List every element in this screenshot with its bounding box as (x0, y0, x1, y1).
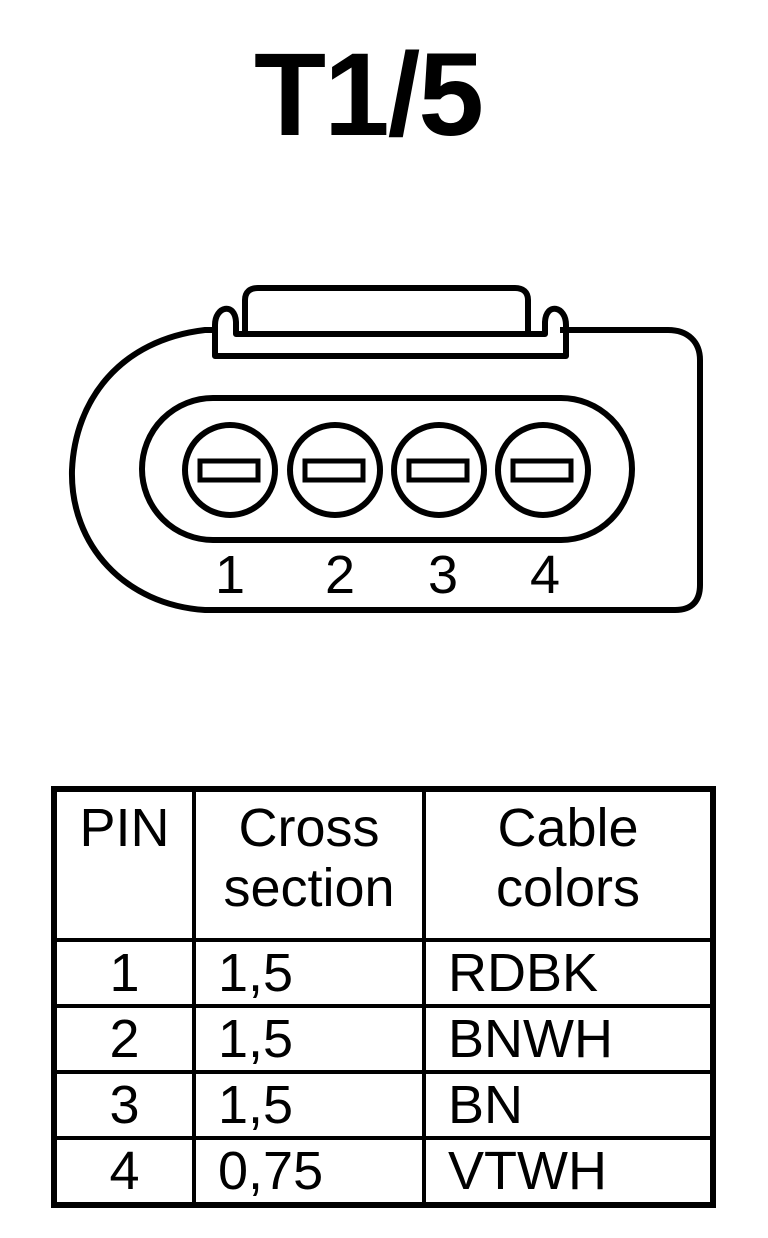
pin-2-terminal (287, 422, 383, 518)
cell-cross-section: 1,5 (192, 1004, 426, 1074)
cell-cable-color: RDBK (422, 938, 715, 1008)
connector-title: T1/5 (253, 29, 484, 161)
header-cross-section: Cross section (192, 787, 426, 942)
cell-pin: 3 (52, 1070, 196, 1140)
pin-4-terminal (495, 422, 591, 518)
header-cable-colors: Cable colors (422, 787, 715, 942)
table-row: 2 1,5 BNWH (52, 1004, 715, 1074)
cell-cable-color: BN (422, 1070, 715, 1140)
cell-cross-section: 0,75 (192, 1136, 426, 1207)
latch-tab (242, 285, 531, 334)
pin-label-2: 2 (325, 545, 355, 605)
cell-cable-color: VTWH (422, 1136, 715, 1207)
table-row: 4 0,75 VTWH (52, 1136, 715, 1207)
cell-pin: 1 (52, 938, 196, 1008)
table-header-row: PIN Cross section Cable colors (52, 787, 715, 942)
pin-label-1: 1 (215, 545, 245, 605)
latch (212, 305, 569, 359)
header-pin: PIN (52, 787, 196, 942)
pin-1-terminal (182, 422, 278, 518)
table-row: 3 1,5 BN (52, 1070, 715, 1140)
pin-assignment-table: PIN Cross section Cable colors 1 1,5 RDB… (51, 786, 716, 1208)
pin-3-terminal (391, 422, 487, 518)
cell-pin: 2 (52, 1004, 196, 1074)
cell-cable-color: BNWH (422, 1004, 715, 1074)
connector-diagram: 1 2 3 4 (68, 285, 703, 613)
pin-label-4: 4 (530, 545, 560, 605)
connector-housing (68, 327, 703, 613)
pin-label-3: 3 (428, 545, 458, 605)
cell-cross-section: 1,5 (192, 938, 426, 1008)
cell-pin: 4 (52, 1136, 196, 1207)
cell-cross-section: 1,5 (192, 1070, 426, 1140)
table-row: 1 1,5 RDBK (52, 938, 715, 1008)
pin-cavity (139, 395, 635, 543)
